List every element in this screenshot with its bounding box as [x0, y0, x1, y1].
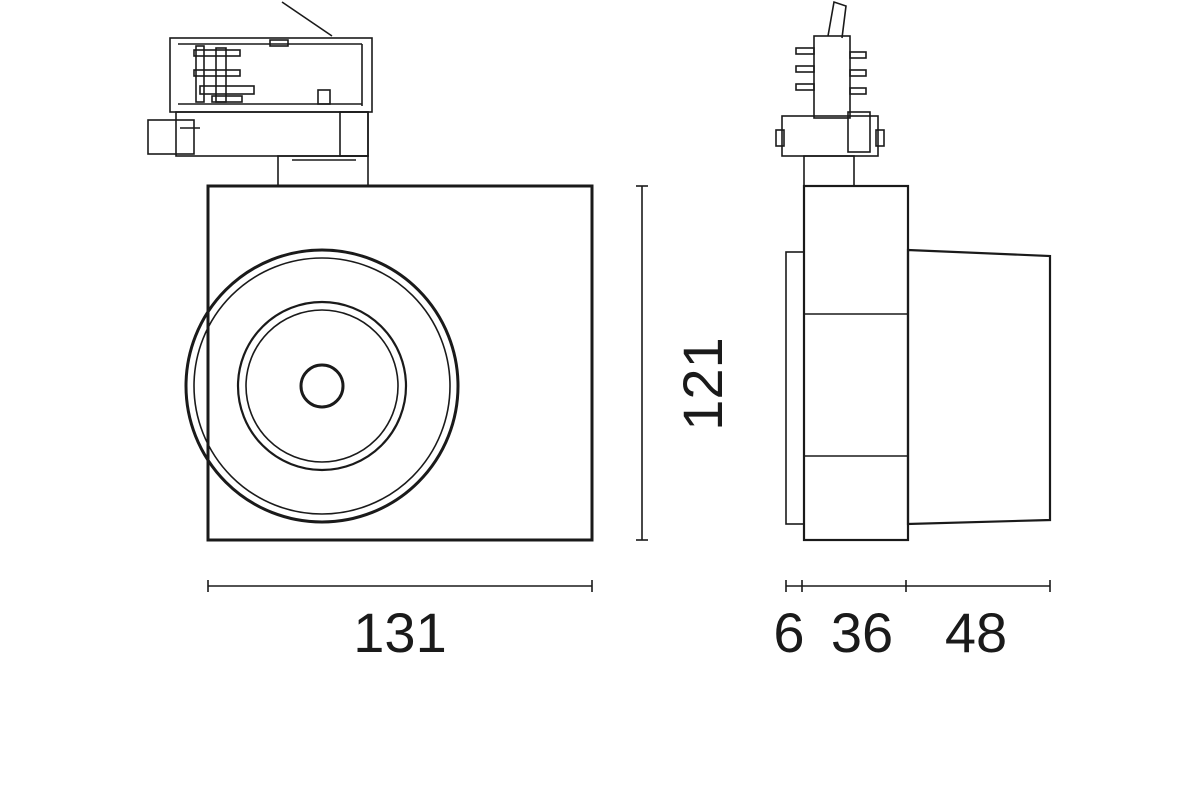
- depth-b-label: 36: [831, 601, 893, 664]
- front-housing: [206, 184, 594, 542]
- side-view: 6 36 48: [773, 0, 1052, 664]
- depth-a-label: 6: [773, 601, 804, 664]
- width-label: 131: [353, 601, 446, 664]
- side-lens: [906, 248, 1052, 526]
- height-dimension: 121: [636, 185, 734, 541]
- depth-dimension: 6 36 48: [773, 580, 1051, 664]
- front-lens: [184, 248, 460, 524]
- width-dimension: 131: [207, 580, 593, 664]
- front-track-adapter: [147, 1, 373, 187]
- side-housing: [785, 184, 910, 542]
- depth-c-label: 48: [945, 601, 1007, 664]
- side-track-adapter: [775, 0, 885, 187]
- front-view: 131 121: [147, 1, 734, 664]
- height-label: 121: [671, 337, 734, 430]
